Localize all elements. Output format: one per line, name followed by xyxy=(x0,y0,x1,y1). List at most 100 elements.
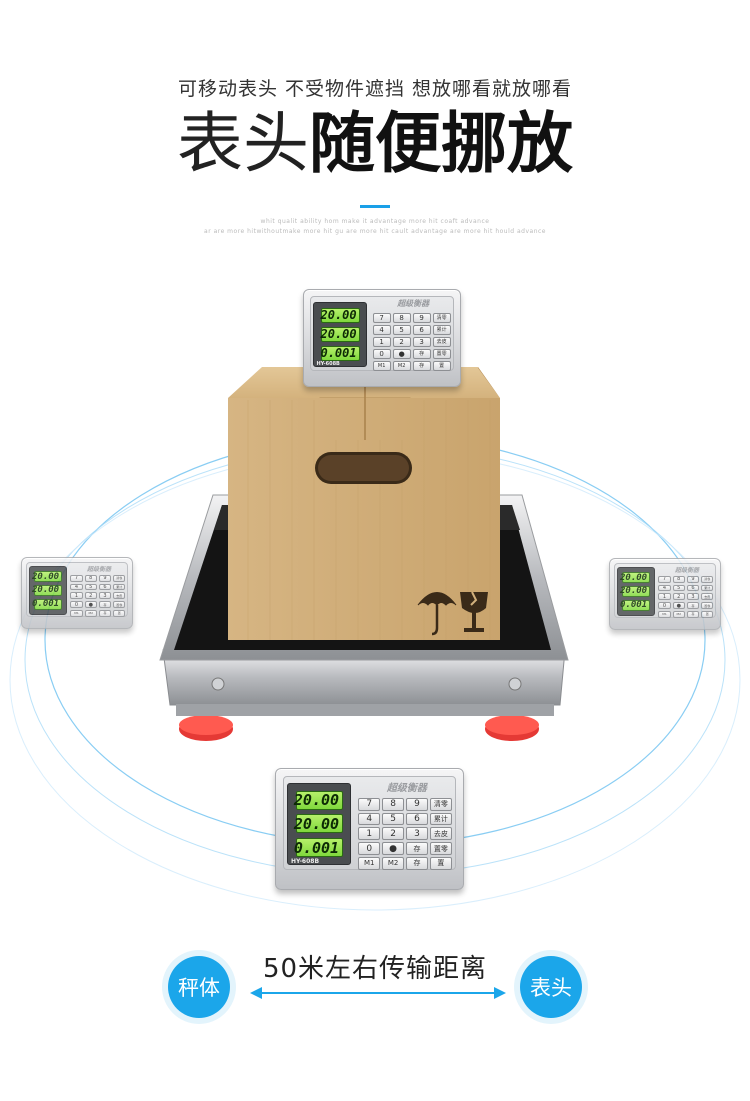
lcd-screen: 20.00 20.00 0.001 xyxy=(616,567,655,616)
indicator-badge: 表头 xyxy=(520,956,582,1018)
key: 6 xyxy=(686,584,700,592)
key: 置 xyxy=(701,610,714,618)
key: 累计 xyxy=(429,812,452,826)
key: 0 xyxy=(658,602,671,609)
brand-mark: 超级衡器 xyxy=(397,297,430,308)
key: 清零 xyxy=(432,313,451,323)
key: 8 xyxy=(392,313,411,323)
key: 累计 xyxy=(432,324,451,335)
lcd-total: 0.001 xyxy=(32,598,62,610)
key: 去皮 xyxy=(429,827,452,841)
scale-indicator-bottom: 20.00 20.00 0.001 超级衡器 7 8 9 清零 4 5 6 累计… xyxy=(275,768,464,890)
scale-body-badge: 秤体 xyxy=(168,956,230,1018)
keypad: 7 8 9 清零 4 5 6 累计 1 2 3 去皮 0 ● 存 置零 M1 M… xyxy=(358,797,452,870)
brand-mark: 超级衡器 xyxy=(674,566,699,574)
lcd-unit-price: 20.00 xyxy=(294,814,343,834)
key: 2 xyxy=(382,827,405,841)
key: 2 xyxy=(392,336,411,347)
key: 6 xyxy=(98,583,112,591)
accent-divider xyxy=(360,205,390,208)
key: M2 xyxy=(84,609,97,617)
key: M1 xyxy=(70,609,83,617)
key: 累计 xyxy=(113,583,126,591)
key: 9 xyxy=(686,575,700,583)
key: 存 xyxy=(412,348,431,359)
key: 5 xyxy=(392,324,411,335)
key: 3 xyxy=(412,336,431,347)
double-arrow-icon xyxy=(250,987,506,999)
key: ● xyxy=(84,601,97,608)
key: 2 xyxy=(672,593,685,601)
key: 1 xyxy=(358,827,381,841)
key: 存 xyxy=(406,856,428,870)
key: 6 xyxy=(406,812,428,826)
key: 9 xyxy=(98,574,112,582)
key: 累计 xyxy=(701,584,714,592)
key: 1 xyxy=(372,336,391,347)
key: 置 xyxy=(429,856,452,870)
key: 1 xyxy=(658,593,671,601)
key: 0 xyxy=(358,842,381,855)
key: 置零 xyxy=(429,842,452,855)
headline-bold: 随便挪放 xyxy=(309,105,573,182)
brand-mark: 超级衡器 xyxy=(86,565,111,573)
key: M1 xyxy=(358,856,381,870)
key: 9 xyxy=(412,313,431,323)
key: 清零 xyxy=(113,574,126,582)
subtitle: 可移动表头 不受物件遮挡 想放哪看就放哪看 xyxy=(177,78,573,100)
key: 8 xyxy=(672,575,685,583)
key: M2 xyxy=(392,360,411,371)
key: 去皮 xyxy=(701,593,714,601)
lcd-weight: 20.00 xyxy=(620,572,650,584)
key: ● xyxy=(382,842,405,855)
key: 0 xyxy=(70,601,83,608)
key: 置 xyxy=(113,609,126,617)
key: 6 xyxy=(412,324,431,335)
key: 1 xyxy=(70,592,83,600)
key: 5 xyxy=(672,584,685,592)
key: 2 xyxy=(84,592,97,600)
key: 8 xyxy=(382,797,405,811)
key: 存 xyxy=(686,610,700,618)
cardboard-box xyxy=(228,367,500,640)
key: ● xyxy=(392,348,411,359)
key: 存 xyxy=(406,842,428,855)
lcd-weight: 20.00 xyxy=(320,307,360,323)
key: 0 xyxy=(372,348,391,359)
brand-mark: 超级衡器 xyxy=(386,782,427,794)
lcd-total: 0.001 xyxy=(294,838,343,858)
key: 置 xyxy=(432,360,451,371)
key: 去皮 xyxy=(113,592,126,600)
keypad: 7 8 9 清零 4 5 6 累计 1 2 3 去皮 0 ● 存 置零 M1 M… xyxy=(658,575,714,618)
key: 存 xyxy=(412,360,431,371)
key: M2 xyxy=(382,856,405,870)
key: 3 xyxy=(686,593,700,601)
key: 7 xyxy=(358,797,381,811)
lcd-weight: 20.00 xyxy=(294,790,343,810)
decorative-tagline-1: whit qualit ability hom make it advantag… xyxy=(260,218,490,225)
scale-indicator-top: 20.00 20.00 0.001 超级衡器 7 8 9 清零 4 5 6 累计… xyxy=(303,289,461,387)
key: 清零 xyxy=(429,797,452,811)
scale-indicator-left: 20.00 20.00 0.001 超级衡器 7 8 9 清零 4 5 6 累计… xyxy=(21,557,133,629)
key: 置零 xyxy=(701,602,714,609)
key: 4 xyxy=(70,583,83,591)
lcd-unit-price: 20.00 xyxy=(620,585,650,598)
key: 存 xyxy=(98,601,112,608)
key: 3 xyxy=(98,592,112,600)
lcd-weight: 20.00 xyxy=(32,571,62,583)
key: 9 xyxy=(406,797,428,811)
lcd-screen: 20.00 20.00 0.001 xyxy=(28,566,67,615)
key: M1 xyxy=(372,360,391,371)
lcd-screen: 20.00 20.00 0.001 xyxy=(287,783,351,865)
umbrella-icon xyxy=(417,592,457,636)
key: 4 xyxy=(658,584,671,592)
fragile-glass-icon xyxy=(460,591,488,632)
lcd-unit-price: 20.00 xyxy=(320,326,360,342)
keypad: 7 8 9 清零 4 5 6 累计 1 2 3 去皮 0 ● 存 置零 M1 M… xyxy=(70,574,126,617)
key: 存 xyxy=(98,609,112,617)
key: 7 xyxy=(658,575,671,583)
key: 3 xyxy=(406,827,428,841)
key: 7 xyxy=(70,574,83,582)
key: 8 xyxy=(84,574,97,582)
